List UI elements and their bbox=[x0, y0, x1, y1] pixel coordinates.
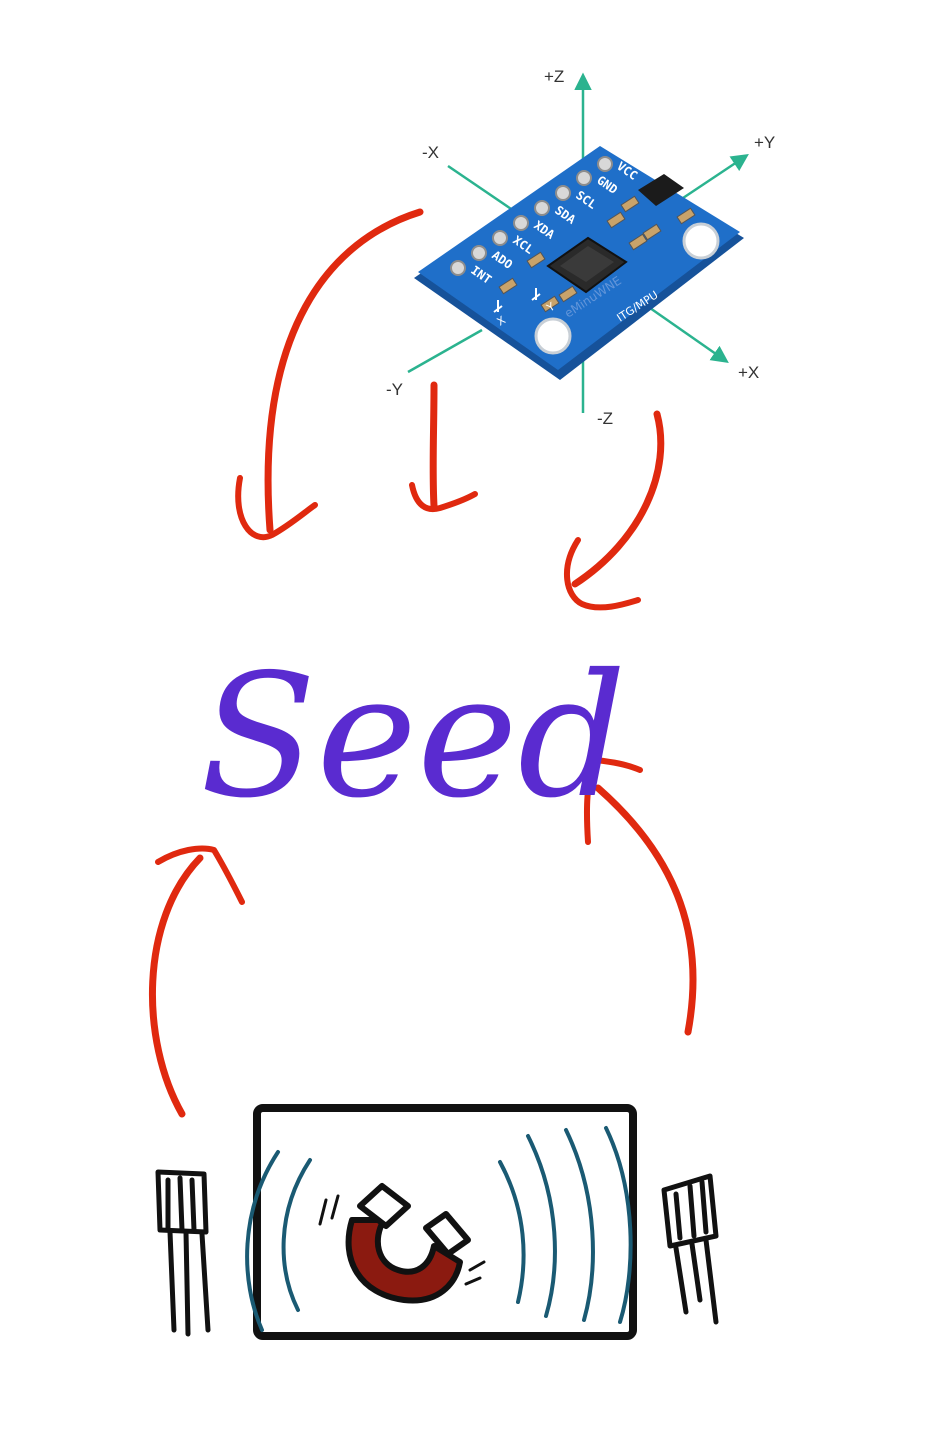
axis-neg-y-line bbox=[407, 328, 483, 374]
axis-label-pos-x: +X bbox=[738, 363, 759, 382]
magnet-field-box bbox=[245, 1104, 637, 1340]
mpu-chip bbox=[546, 236, 628, 294]
regulator-chip bbox=[638, 174, 684, 206]
hall-sensor-icon bbox=[155, 1169, 211, 1337]
axis-pos-x-line bbox=[649, 306, 729, 364]
mpu-sensor: VCC GND SCL SDA XDA XCL ADO INT bbox=[386, 67, 775, 428]
arrow-sensor-to-seed-middle bbox=[409, 381, 478, 512]
axis-neg-x-line bbox=[447, 164, 521, 217]
hall-sensor-right bbox=[661, 1173, 719, 1325]
smd-components bbox=[498, 195, 696, 313]
hall-sensor-icon bbox=[661, 1173, 719, 1325]
arrows bbox=[148, 208, 697, 1118]
arrow-sensor-to-seed-right bbox=[563, 410, 665, 611]
field-lines bbox=[245, 1126, 633, 1332]
mount-hole bbox=[682, 222, 720, 260]
axis-label-neg-z: -Z bbox=[597, 409, 613, 428]
axis-label-pos-z: +Z bbox=[544, 67, 564, 86]
axis-label-pos-y: +Y bbox=[754, 133, 775, 152]
hall-sensor-left bbox=[155, 1169, 211, 1337]
magnet-box-frame bbox=[253, 1104, 637, 1340]
axis-pos-y-line bbox=[679, 154, 749, 202]
axis-label-neg-x: -X bbox=[422, 143, 439, 162]
seed-word: Seed bbox=[200, 638, 627, 836]
pin-pads bbox=[450, 156, 613, 276]
arrow-sensors-to-seed-right bbox=[583, 757, 697, 1036]
mount-hole bbox=[534, 317, 572, 355]
mpu6050-board-icon: VCC GND SCL SDA XDA XCL ADO INT bbox=[414, 146, 744, 380]
arrow-sensors-to-seed-left bbox=[148, 845, 245, 1118]
arrow-sensor-to-seed-left bbox=[235, 208, 424, 540]
horseshoe-magnet-icon bbox=[318, 1183, 486, 1304]
axis-label-neg-y: -Y bbox=[386, 380, 403, 399]
